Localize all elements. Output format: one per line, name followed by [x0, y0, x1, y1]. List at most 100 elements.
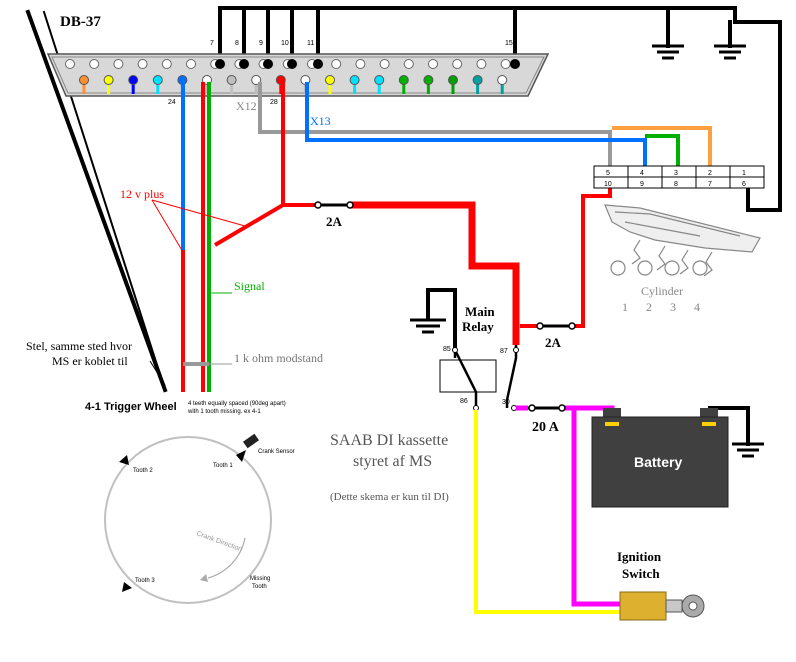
connector-pin-bottom: [349, 75, 360, 85]
di-title-line2: styret af MS: [353, 453, 432, 470]
fuse-2a-top: [314, 201, 354, 209]
trigger-wheel-note-line1: 4 teeth equally spaced (90deg apart): [188, 401, 286, 407]
fuse-20a-label: 20 A: [532, 420, 560, 435]
label-resistor: 1 k ohm modstand: [234, 351, 323, 365]
pin-number-11: 11: [307, 40, 314, 47]
terminal-9: 9: [640, 181, 644, 188]
orange-wire: [612, 126, 712, 168]
ignition-switch-icon: [619, 591, 705, 621]
di-note: (Dette skema er kun til DI): [330, 491, 449, 503]
terminal-3: 3: [674, 170, 678, 177]
trigger-wheel-title: 4-1 Trigger Wheel: [85, 401, 177, 413]
connector-pin-top: [65, 59, 75, 69]
tooth2-label: Tooth 2: [133, 468, 153, 474]
connector-pin-wired: [313, 59, 323, 69]
battery-label: Battery: [634, 454, 682, 470]
terminal-6: 6: [742, 181, 746, 188]
wire-label-x13: X13: [310, 114, 331, 128]
connector-pin-top: [476, 59, 487, 69]
ground-symbol-2: [714, 44, 746, 60]
ground-symbol-relay: [410, 318, 446, 334]
ground-note-line2: MS er koblet til: [52, 354, 128, 368]
connector-pin-top: [161, 59, 172, 69]
fuse-20a: [528, 404, 566, 412]
ignition-label-line2: Switch: [622, 566, 660, 581]
connector-pin-top: [452, 59, 463, 69]
ground-note-leader: [149, 360, 166, 386]
connector-pin-top: [428, 59, 438, 69]
pin-number-8: 8: [235, 40, 239, 47]
missing-tooth-line1: Missing: [250, 576, 270, 582]
terminal-8: 8: [674, 181, 678, 188]
connector-title: DB-37: [60, 14, 101, 30]
terminal-7: 7: [708, 181, 712, 188]
cylinder-label: Cylinder: [641, 284, 683, 298]
crank-sensor-label: Crank Sensor: [258, 449, 295, 455]
di-title-line1: SAAB DI kassette: [330, 432, 448, 449]
connector-pin-bottom: [79, 75, 89, 85]
pin-number-15: 15: [505, 40, 513, 47]
terminal-1: 1: [742, 170, 746, 177]
relay-pin-86: 86: [460, 398, 468, 405]
connector-pin-bottom: [152, 75, 163, 85]
tooth1-label: Tooth 1: [213, 463, 233, 469]
connector-pin-bottom: [423, 75, 434, 85]
connector-pin-bottom: [226, 75, 237, 85]
connector-pin-top: [137, 59, 148, 69]
connector-pin-top: [113, 59, 124, 69]
connector-pin-top: [331, 59, 342, 69]
grey-wire-x12: [258, 82, 612, 168]
connector-pin-top: [186, 59, 196, 69]
blue-wire-x13: [305, 82, 647, 168]
connector-pin-top: [355, 59, 366, 69]
connector-pin-wired: [263, 59, 273, 69]
connector-pin-bottom: [497, 75, 508, 85]
red-power-wire: [283, 186, 612, 345]
fuse-2a-top-label: 2A: [326, 214, 343, 229]
pin-number-28: 28: [270, 99, 278, 106]
terminal-5: 5: [606, 170, 610, 177]
fuse-2a-relay-label: 2A: [545, 335, 562, 350]
terminal-10: 10: [604, 181, 612, 188]
connector-pin-bottom: [103, 75, 114, 85]
pin-number-9: 9: [259, 40, 263, 47]
connector-pin-bottom: [374, 75, 385, 85]
connector-pin-wired: [510, 59, 520, 69]
connector-pin-top: [379, 59, 390, 69]
ground-symbol-1: [652, 44, 684, 60]
connector-pin-bottom: [448, 75, 458, 85]
wire-label-x12: X12: [236, 99, 257, 113]
cylinder-number-2: 2: [646, 300, 652, 314]
battery: [591, 408, 729, 508]
green-wire: [645, 134, 680, 168]
connector-pin-bottom: [472, 75, 483, 85]
tooth3-label: Tooth 3: [135, 578, 155, 584]
di-cassette-icon: [604, 204, 761, 277]
db37-connector: DB-37 7 8 9 10 11 15 24 28: [46, 14, 550, 106]
connector-pin-top: [403, 59, 414, 69]
trigger-wheel-drawing: [104, 433, 272, 604]
fuse-2a-relay: [520, 322, 576, 330]
terminal-2: 2: [708, 170, 712, 177]
relay-pin-87: 87: [500, 348, 508, 355]
terminal-block: 5 4 3 2 1 10 9 8 7 6: [593, 165, 765, 189]
connector-pin-wired: [215, 59, 225, 69]
yellow-wire: [474, 410, 620, 614]
pin-number-10: 10: [281, 40, 289, 47]
ground-symbol-battery: [732, 442, 764, 458]
cylinder-number-3: 3: [670, 300, 676, 314]
connector-pin-wired: [287, 59, 297, 69]
ignition-label-line1: Ignition: [617, 549, 662, 564]
trigger-wheel-note-line2: with 1 tooth missing. ex 4-1: [187, 409, 261, 415]
relay-pin-30: 30: [502, 399, 510, 406]
connector-pin-top: [89, 59, 100, 69]
relay-pin-85: 85: [443, 346, 451, 353]
relay-title-line1: Main: [465, 304, 495, 319]
ground-note-line1: Stel, samme sted hvor: [26, 339, 132, 353]
cylinder-number-1: 1: [622, 300, 628, 314]
label-12v-plus: 12 v plus: [120, 187, 164, 201]
trigger-red-wire: [181, 82, 285, 392]
missing-tooth-line2: Tooth: [252, 584, 267, 590]
crank-direction-label: Crank Direction: [195, 530, 243, 553]
connector-pin-top: [500, 59, 511, 69]
